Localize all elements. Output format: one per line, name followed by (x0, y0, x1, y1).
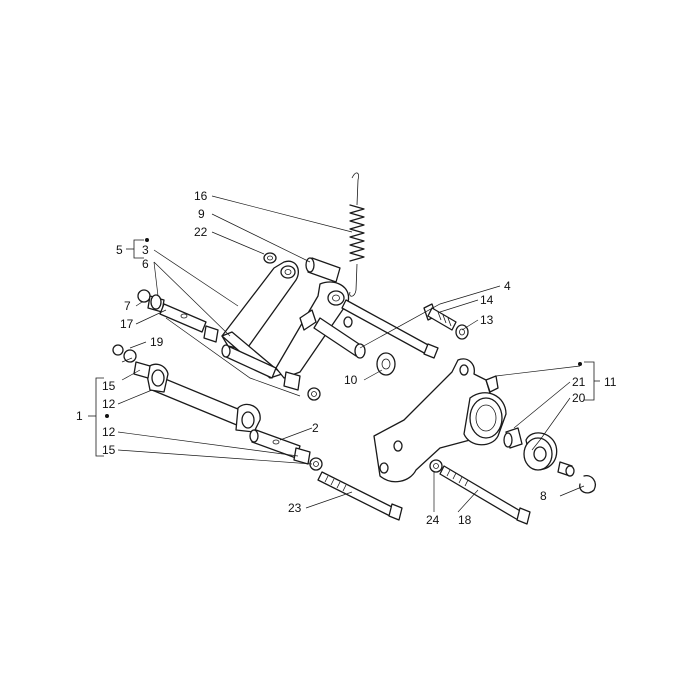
bolt-23 (317, 471, 403, 521)
callout-16: 16 (194, 189, 208, 203)
callout-15a: 15 (102, 379, 116, 393)
bushing-12-upper (133, 361, 151, 379)
callout-19: 19 (150, 335, 164, 349)
spacer-sleeve (305, 257, 341, 283)
bolt-18 (439, 465, 531, 525)
idler-drum (463, 392, 507, 446)
callout-7: 7 (124, 299, 131, 313)
callout-23: 23 (288, 501, 302, 515)
callout-22: 22 (194, 225, 208, 239)
washer-24 (429, 459, 443, 473)
swing-arm-shaft (145, 363, 261, 433)
bolt-14 (423, 303, 457, 331)
callout-17: 17 (120, 317, 134, 331)
assembly-dot-1 (105, 414, 109, 418)
tensioner-plate (373, 358, 499, 483)
pivot-pin (313, 316, 366, 359)
callout-2: 2 (312, 421, 319, 435)
front-link-bracket (275, 281, 350, 379)
callout-24: 24 (426, 513, 440, 527)
callout-labels: 16 9 22 5 3 6 7 17 19 15 12 1 12 15 2 23… (76, 189, 617, 527)
assembly-brackets (88, 239, 600, 457)
callout-1: 1 (76, 409, 83, 423)
callout-3: 3 (142, 243, 149, 257)
callout-8: 8 (540, 489, 547, 503)
nut-22 (263, 252, 277, 264)
callout-6: 6 (142, 257, 149, 271)
bushing-6 (147, 294, 165, 313)
callout-5: 5 (116, 243, 123, 257)
nut-19 (112, 344, 124, 356)
pulley-20 (523, 432, 558, 471)
cross-shaft (221, 344, 277, 379)
callout-12a: 12 (102, 397, 116, 411)
nut-7 (137, 289, 151, 303)
pin-17 (159, 303, 207, 333)
callout-21: 21 (572, 375, 586, 389)
leader-lines (117, 195, 585, 513)
bushing-small (203, 325, 219, 343)
callout-15b: 15 (102, 443, 116, 457)
pulley-spacer-21 (503, 427, 523, 449)
circlip-8 (579, 475, 596, 494)
callout-12b: 12 (102, 425, 116, 439)
mid-bushing (283, 371, 321, 401)
bushing (557, 461, 575, 477)
callout-10: 10 (344, 373, 358, 387)
bushing-15-upper (123, 349, 137, 363)
callout-9: 9 (198, 207, 205, 221)
tension-spring (349, 172, 365, 297)
callout-13: 13 (480, 313, 494, 327)
callout-20: 20 (572, 391, 586, 405)
sleeve-2 (249, 429, 301, 459)
callout-4: 4 (504, 279, 511, 293)
bearing-10 (376, 352, 396, 376)
assembly-dot-11 (578, 362, 582, 366)
callout-11: 11 (604, 375, 617, 389)
callout-14: 14 (480, 293, 494, 307)
assembly-dot-5 (145, 238, 149, 242)
callout-18: 18 (458, 513, 472, 527)
long-bolt-upper (341, 299, 439, 359)
